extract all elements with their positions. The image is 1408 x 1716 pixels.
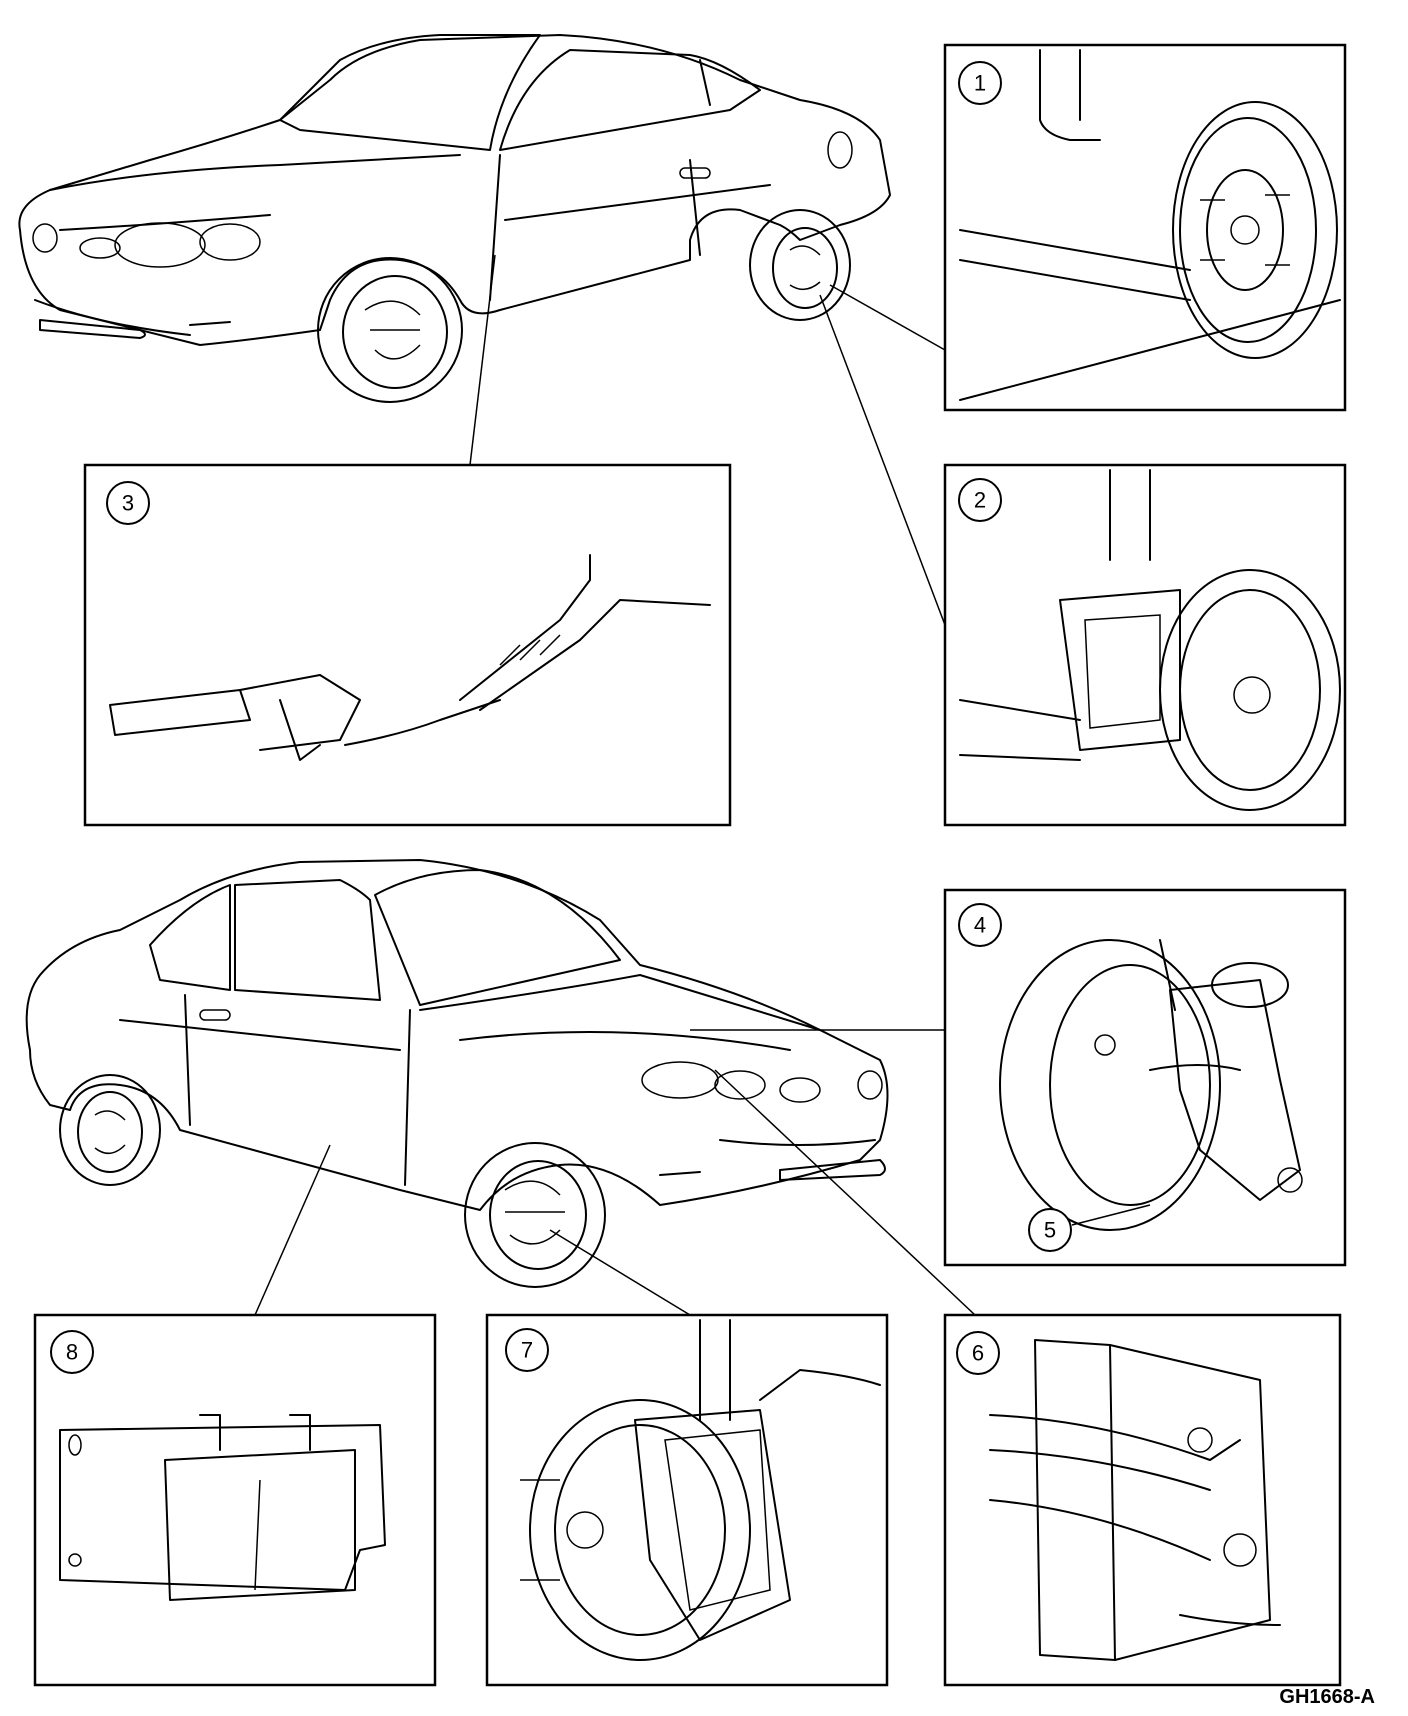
callout-8: 8 bbox=[50, 1330, 94, 1374]
panel-parking-brake bbox=[83, 463, 732, 827]
svg-text:8: 8 bbox=[66, 1340, 78, 1365]
bottom-car-illustration bbox=[25, 859, 889, 1288]
callout-5: 5 bbox=[1028, 1204, 1151, 1252]
panel-abs-module bbox=[33, 1313, 437, 1687]
svg-text:4: 4 bbox=[974, 913, 986, 938]
callout-1: 1 bbox=[958, 61, 1002, 105]
panel-front-disc-brake bbox=[485, 1313, 889, 1687]
panel-rear-disc-brake bbox=[943, 463, 1347, 827]
svg-text:1: 1 bbox=[974, 71, 986, 96]
callout-2: 2 bbox=[958, 478, 1002, 522]
panel-brake-booster-master-cylinder bbox=[943, 888, 1347, 1267]
callout-6: 6 bbox=[956, 1331, 1000, 1375]
top-car-illustration bbox=[18, 34, 891, 403]
panel-abs-hydraulic-unit bbox=[943, 1313, 1342, 1687]
svg-text:3: 3 bbox=[122, 491, 134, 516]
leader-lines bbox=[254, 254, 976, 1316]
svg-text:6: 6 bbox=[972, 1341, 984, 1366]
figure-id: GH1668-A bbox=[1279, 1686, 1375, 1708]
callout-3: 3 bbox=[106, 481, 150, 525]
svg-text:5: 5 bbox=[1044, 1218, 1056, 1243]
panel-rear-drum-brake bbox=[943, 43, 1347, 412]
svg-text:2: 2 bbox=[974, 488, 986, 513]
svg-text:7: 7 bbox=[521, 1338, 533, 1363]
callout-4: 4 bbox=[958, 903, 1002, 947]
callout-7: 7 bbox=[505, 1328, 549, 1372]
